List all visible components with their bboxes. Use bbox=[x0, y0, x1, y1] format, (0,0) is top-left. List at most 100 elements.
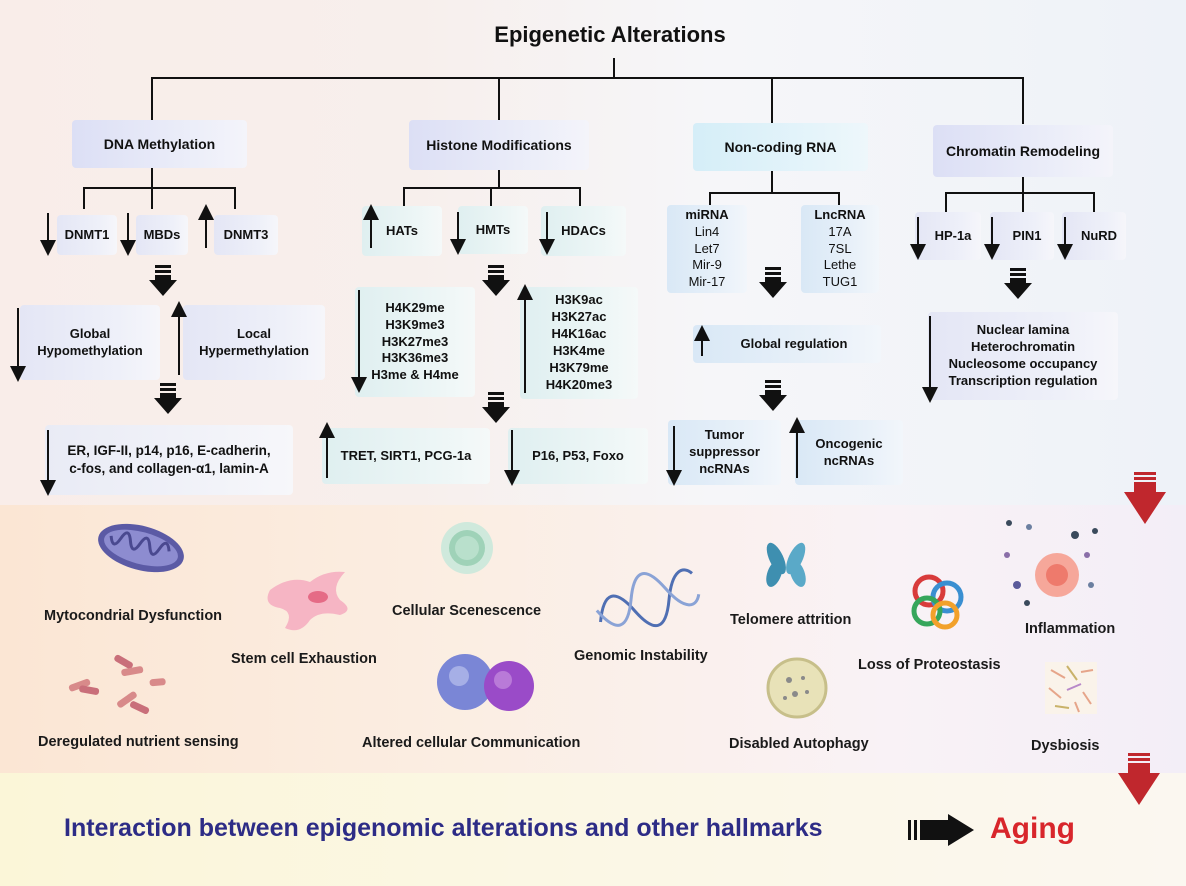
global-hypomethylation-box: Global Hypomethylation bbox=[20, 305, 160, 380]
hallmark-stem-cell-exhaustion: Stem cell Exhaustion bbox=[231, 651, 377, 667]
hallmark-telomere-attrition: Telomere attrition bbox=[730, 612, 852, 628]
block-arrow-icon bbox=[759, 267, 787, 298]
hallmark-disabled-autophagy: Disabled Autophagy bbox=[729, 736, 869, 752]
dnmt3-box: DNMT3 bbox=[214, 215, 278, 255]
connector bbox=[83, 187, 85, 209]
local-hypermethylation-box: Local Hypermethylation bbox=[183, 305, 325, 380]
nurd-box: NuRD bbox=[1062, 212, 1126, 260]
hallmark-inflammation: Inflammation bbox=[1025, 621, 1116, 637]
histone-mark: H3me & H4me bbox=[371, 367, 459, 383]
hdacs-box: HDACs bbox=[541, 206, 626, 256]
connector bbox=[403, 187, 405, 207]
connector bbox=[490, 187, 492, 207]
protein-aggregate-icon bbox=[911, 574, 964, 630]
dnmt1-box: DNMT1 bbox=[57, 215, 117, 255]
footer-interaction-text: Interaction between epigenomic alteratio… bbox=[64, 814, 823, 842]
mirna-item: Mir-9 bbox=[692, 257, 722, 273]
connector bbox=[945, 192, 1095, 194]
connector bbox=[151, 77, 153, 121]
lncrna-item: 7SL bbox=[828, 240, 852, 256]
histone-decreased-marks-box: H4K29me H3K9me3 H3K27me3 H3K36me3 H3me &… bbox=[355, 287, 475, 397]
diagram-title: Epigenetic Alterations bbox=[494, 22, 726, 47]
hmts-box: HMTs bbox=[458, 206, 528, 254]
mirna-box: miRNA Lin4 Let7 Mir-9 Mir-17 bbox=[667, 205, 747, 293]
connector bbox=[151, 187, 153, 209]
category-histone-modifications: Histone Modifications bbox=[409, 120, 589, 170]
connector bbox=[234, 187, 236, 209]
hallmark-mitochondrial-dysfunction: Mytocondrial Dysfunction bbox=[44, 608, 223, 624]
connector bbox=[613, 58, 615, 78]
hallmarks-panel bbox=[0, 505, 1186, 773]
lncrna-box: LncRNA 17A 7SL Lethe TUG1 bbox=[801, 205, 879, 293]
senescent-cell-icon bbox=[441, 522, 493, 574]
block-arrow-icon bbox=[482, 392, 510, 423]
category-dna-methylation: DNA Methylation bbox=[72, 120, 247, 168]
histone-downregulated-genes-box: P16, P53, Foxo bbox=[508, 428, 648, 484]
category-non-coding-rna: Non-coding RNA bbox=[693, 123, 868, 171]
connector bbox=[151, 168, 153, 188]
connector bbox=[498, 77, 500, 121]
inflammation-cell-icon bbox=[1004, 520, 1098, 606]
lncrna-item: TUG1 bbox=[822, 274, 858, 290]
global-label: Global bbox=[69, 325, 111, 341]
chromatin-effect: Nucleosome occupancy bbox=[948, 356, 1098, 371]
histone-mark: H3K27me3 bbox=[381, 333, 449, 349]
mbds-box: MBDs bbox=[136, 215, 188, 255]
cell-communication-icon bbox=[437, 654, 534, 711]
dysbiosis-icon bbox=[1045, 662, 1097, 714]
category-chromatin-remodeling: Chromatin Remodeling bbox=[933, 125, 1113, 177]
mirna-item: Mir-17 bbox=[688, 274, 726, 290]
hallmark-dysbiosis: Dysbiosis bbox=[1031, 738, 1100, 754]
hypermethylation-label: Hypermethylation bbox=[199, 342, 309, 358]
hallmark-cellular-senescence: Cellular Scenescence bbox=[392, 603, 542, 619]
block-arrow-icon bbox=[154, 383, 182, 414]
aging-arrow-icon bbox=[908, 814, 974, 846]
oncogenic-ncrnas-box: Oncogenic ncRNAs bbox=[795, 420, 903, 485]
histone-increased-marks-box: H3K9ac H3K27ac H4K16ac H3K4me H3K79me H4… bbox=[520, 287, 638, 399]
red-block-arrow-icon bbox=[1124, 472, 1166, 524]
mirna-item: Lin4 bbox=[694, 223, 720, 239]
hallmark-altered-cellular-communication: Altered cellular Communication bbox=[362, 735, 581, 751]
connector bbox=[151, 77, 1024, 79]
histone-mark: H3K27ac bbox=[551, 309, 607, 325]
dna-target-genes-box: ER, IGF-II, p14, p16, E-cadherin, c-fos,… bbox=[45, 425, 293, 495]
mirna-item: Let7 bbox=[694, 240, 720, 256]
hallmark-loss-of-proteostasis: Loss of Proteostasis bbox=[858, 657, 1001, 673]
lncrna-item: Lethe bbox=[823, 257, 857, 273]
histone-mark: H3K9ac bbox=[555, 292, 603, 308]
histone-mark: H4K16ac bbox=[551, 326, 607, 342]
global-regulation-box: Global regulation bbox=[693, 325, 881, 363]
histone-mark: H4K29me bbox=[385, 299, 445, 315]
hallmark-deregulated-nutrient-sensing: Deregulated nutrient sensing bbox=[38, 734, 239, 750]
histone-mark: H3K9me3 bbox=[385, 316, 445, 332]
connector bbox=[83, 187, 236, 189]
chromatin-effect: Nuclear lamina bbox=[976, 322, 1070, 338]
chromosome-icon bbox=[766, 542, 806, 587]
stem-cell-icon bbox=[267, 571, 348, 631]
connector bbox=[709, 192, 711, 206]
connector bbox=[771, 77, 773, 124]
block-arrow-icon bbox=[482, 265, 510, 296]
dna-genes-line-1: ER, IGF-II, p14, p16, E-cadherin, bbox=[67, 443, 271, 459]
block-arrow-icon bbox=[149, 265, 177, 296]
connector bbox=[498, 170, 500, 188]
chromatin-effect: Heterochromatin bbox=[970, 339, 1076, 355]
nutrient-sensing-icon bbox=[68, 654, 166, 715]
chromatin-effect: Transcription regulation bbox=[948, 372, 1098, 388]
tumor-suppressor-ncrnas-box: Tumor suppressor ncRNAs bbox=[668, 420, 781, 485]
footer-panel bbox=[0, 773, 1186, 886]
connector bbox=[1093, 192, 1095, 212]
dna-genes-line-2: c-fos, and collagen-α1, lamin-A bbox=[69, 461, 269, 476]
chromatin-effects-box: Nuclear lamina Heterochromatin Nucleosom… bbox=[928, 312, 1118, 400]
histone-mark: H3K4me bbox=[552, 343, 606, 358]
hypomethylation-label: Hypomethylation bbox=[37, 342, 143, 358]
block-arrow-icon bbox=[759, 380, 787, 411]
connector bbox=[771, 171, 773, 193]
connector bbox=[1022, 77, 1024, 124]
hp1a-box: HP-1a bbox=[915, 212, 981, 260]
connector bbox=[579, 187, 581, 207]
connector bbox=[709, 192, 840, 194]
histone-mark: H4K20me3 bbox=[545, 376, 613, 392]
